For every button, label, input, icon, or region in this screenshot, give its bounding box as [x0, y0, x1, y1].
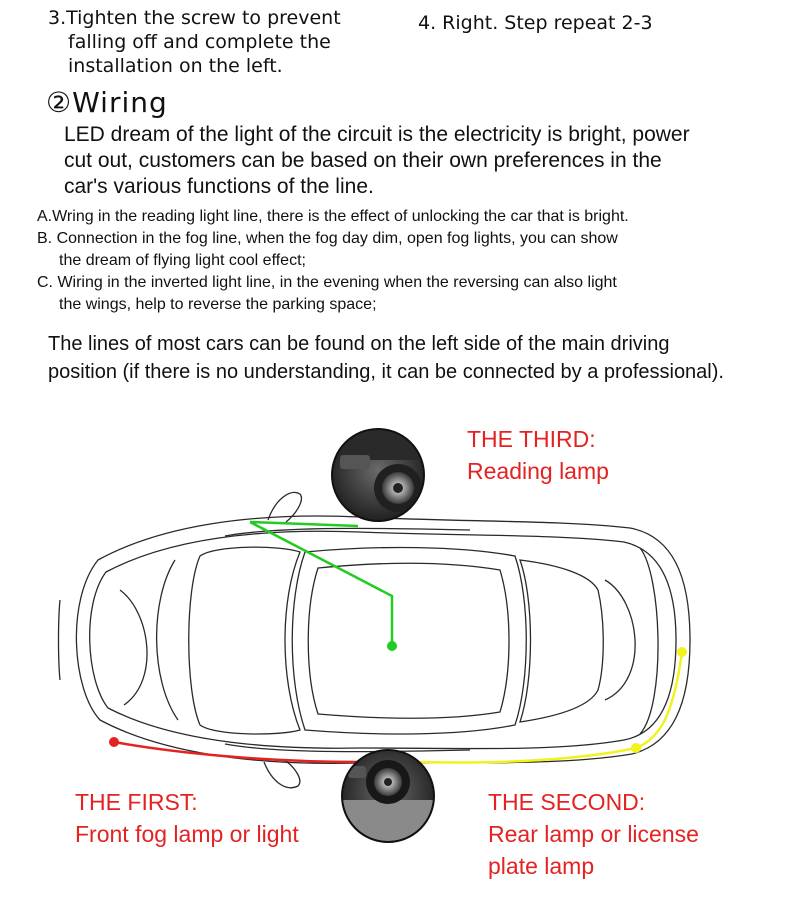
- option-c-line: C. Wiring in the inverted light line, in…: [37, 274, 617, 291]
- step-3-line: installation on the left.: [68, 55, 283, 77]
- reading-wire-end-dot: [387, 641, 397, 651]
- intro-line: car's various functions of the line.: [64, 175, 374, 198]
- reading-lamp-photo: [331, 428, 425, 522]
- car-outline: [57, 491, 691, 789]
- rear-light-wire: [419, 651, 684, 764]
- second-desc-line: Rear lamp or license: [488, 821, 699, 847]
- wiring-heading: ②Wiring: [46, 86, 168, 119]
- first-desc: Front fog lamp or light: [75, 821, 299, 847]
- second-title: THE SECOND:: [488, 789, 646, 815]
- wiring-options-list: A.Wring in the reading light line, there…: [37, 206, 629, 316]
- summary-line: position (if there is no understanding, …: [48, 361, 724, 383]
- third-label: THE THIRD: Reading lamp: [467, 423, 609, 487]
- reading-light-wire: [249, 520, 394, 646]
- second-label: THE SECOND: Rear lamp or license plate l…: [488, 786, 699, 882]
- step-4-text: 4. Right. Step repeat 2-3: [418, 12, 653, 34]
- step-3-text: 3.Tighten the screw to prevent falling o…: [48, 6, 341, 78]
- wiring-intro: LED dream of the light of the circuit is…: [64, 122, 690, 200]
- step-3-line: falling off and complete the: [68, 31, 331, 53]
- intro-line: LED dream of the light of the circuit is…: [64, 123, 690, 146]
- rear-wire-joint-dot: [631, 743, 641, 753]
- first-label: THE FIRST: Front fog lamp or light: [75, 786, 299, 850]
- option-c-line: the wings, help to reverse the parking s…: [59, 296, 377, 313]
- first-title: THE FIRST:: [75, 789, 198, 815]
- fog-wire-end-dot: [109, 737, 119, 747]
- option-a-line: A.Wring in the reading light line, there…: [37, 208, 629, 225]
- fog-lamp-photo: [341, 749, 435, 843]
- wiring-summary: The lines of most cars can be found on t…: [48, 330, 724, 386]
- option-b-line: B. Connection in the fog line, when the …: [37, 230, 618, 247]
- third-desc: Reading lamp: [467, 458, 609, 484]
- third-title: THE THIRD:: [467, 426, 596, 452]
- step-3-line: 3.Tighten the screw to prevent: [48, 7, 341, 29]
- second-desc-line: plate lamp: [488, 853, 595, 879]
- rear-wire-end-dot: [677, 647, 687, 657]
- summary-line: The lines of most cars can be found on t…: [48, 333, 670, 355]
- option-b-line: the dream of flying light cool effect;: [59, 252, 306, 269]
- intro-line: cut out, customers can be based on their…: [64, 149, 662, 172]
- car-wiring-diagram: [57, 428, 691, 843]
- fog-light-wire: [113, 740, 361, 764]
